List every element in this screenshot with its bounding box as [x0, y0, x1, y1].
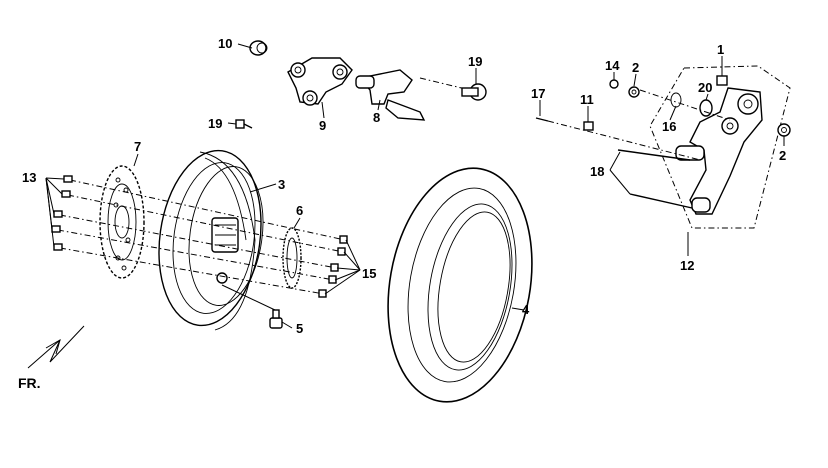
callout-1: 1 — [717, 42, 724, 57]
callout-5: 5 — [296, 321, 303, 336]
callout-8: 8 — [373, 110, 380, 125]
leader-lines — [45, 43, 785, 329]
callout-14: 14 — [605, 58, 620, 73]
callout-6: 6 — [296, 203, 303, 218]
callout-7: 7 — [134, 139, 141, 154]
small-screw-part — [235, 119, 253, 129]
lever-part — [355, 69, 471, 121]
callout-4: 4 — [522, 302, 530, 317]
cap-part — [249, 40, 268, 56]
callout-19-left: 19 — [208, 116, 222, 131]
top-bolt-part — [461, 83, 487, 101]
callout-13: 13 — [22, 170, 36, 185]
callout-2-right: 2 — [779, 148, 786, 163]
callout-18: 18 — [590, 164, 604, 179]
callout-19-top: 19 — [468, 54, 482, 69]
bracket-part — [287, 57, 353, 106]
caliper-bracket-part — [639, 65, 791, 229]
callout-12: 12 — [680, 258, 694, 273]
brake-disc-part — [99, 165, 145, 279]
callout-11: 11 — [580, 92, 594, 107]
callout-15: 15 — [362, 266, 376, 281]
direction-label: FR. — [18, 375, 41, 391]
axle-screw-part — [221, 284, 283, 329]
tire-part — [387, 167, 533, 403]
small-hardware-part — [535, 79, 791, 209]
callout-10: 10 — [218, 36, 232, 51]
callout-9: 9 — [319, 118, 326, 133]
callout-2-top: 2 — [632, 60, 639, 75]
front-direction-arrow-icon — [27, 325, 85, 369]
callout-labels: 10 9 8 19 19 7 3 6 13 15 5 4 17 11 14 2 … — [22, 36, 786, 336]
callout-16: 16 — [662, 119, 676, 134]
callout-20: 20 — [698, 80, 712, 95]
callout-3: 3 — [278, 177, 285, 192]
callout-17: 17 — [531, 86, 545, 101]
wheel-rim-part — [158, 149, 264, 331]
